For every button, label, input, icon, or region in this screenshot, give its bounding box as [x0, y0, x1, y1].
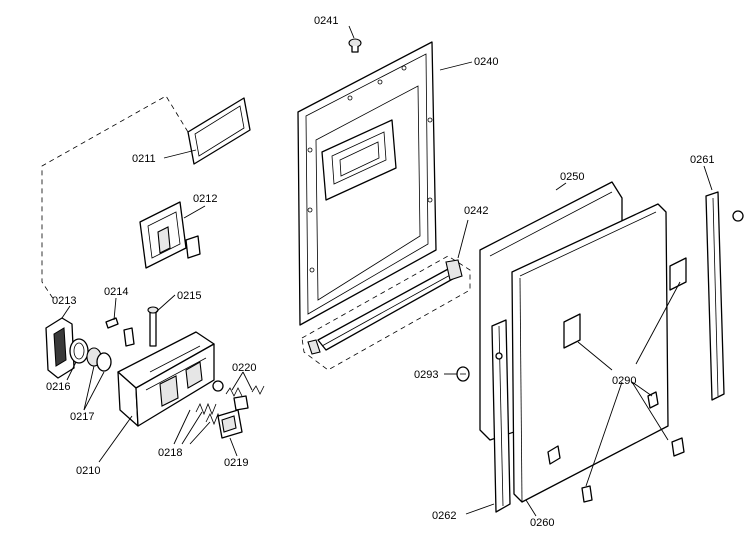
label-0220: 0220 [232, 362, 256, 374]
label-0219: 0219 [224, 457, 248, 469]
label-0218: 0218 [158, 447, 182, 459]
spring-bolt-0215 [147, 306, 159, 347]
ring-seal-0216 [69, 338, 89, 364]
inner-door-panel-0240 [297, 41, 437, 326]
label-0261: 0261 [690, 154, 714, 166]
label-0262: 0262 [432, 510, 456, 522]
label-0215: 0215 [177, 290, 201, 302]
door-handle-0213 [45, 317, 75, 379]
assembly-dashed-outline [41, 95, 189, 301]
label-0240: 0240 [474, 56, 498, 68]
label-0217: 0217 [70, 411, 94, 423]
label-0213: 0213 [52, 295, 76, 307]
dispenser-cover-0212 [139, 201, 201, 269]
door-seal-strip-0242 [301, 255, 471, 371]
right-trim-strip-0261 [705, 191, 744, 401]
springs-0218 [195, 402, 223, 426]
part-labels: 0241 0240 0211 0212 0242 0250 0261 0213 … [46, 15, 714, 529]
left-trim-strip-0262 [491, 319, 511, 513]
label-0241: 0241 [314, 15, 338, 27]
gasket-frame-0211 [187, 97, 251, 165]
hinge-clips-0290 [581, 437, 685, 503]
label-0211: 0211 [132, 153, 156, 165]
label-0212: 0212 [193, 193, 217, 205]
screw-0241 [348, 38, 362, 53]
label-0260: 0260 [530, 517, 554, 529]
label-0242: 0242 [464, 205, 488, 217]
latch-block-0219 [217, 409, 243, 439]
leader-lines [61, 25, 713, 517]
label-0216: 0216 [46, 381, 70, 393]
lock-housing-0210 [117, 331, 224, 427]
bushing-0217 [86, 347, 112, 372]
clips-0220 [225, 385, 265, 411]
front-door-panel-0260 [511, 203, 687, 503]
latch-pin-0214 [105, 317, 135, 347]
label-0214: 0214 [104, 286, 128, 298]
label-0290: 0290 [612, 375, 636, 387]
button-0293 [456, 366, 470, 382]
label-0293: 0293 [414, 369, 438, 381]
label-0210: 0210 [76, 465, 100, 477]
label-0250: 0250 [560, 171, 584, 183]
